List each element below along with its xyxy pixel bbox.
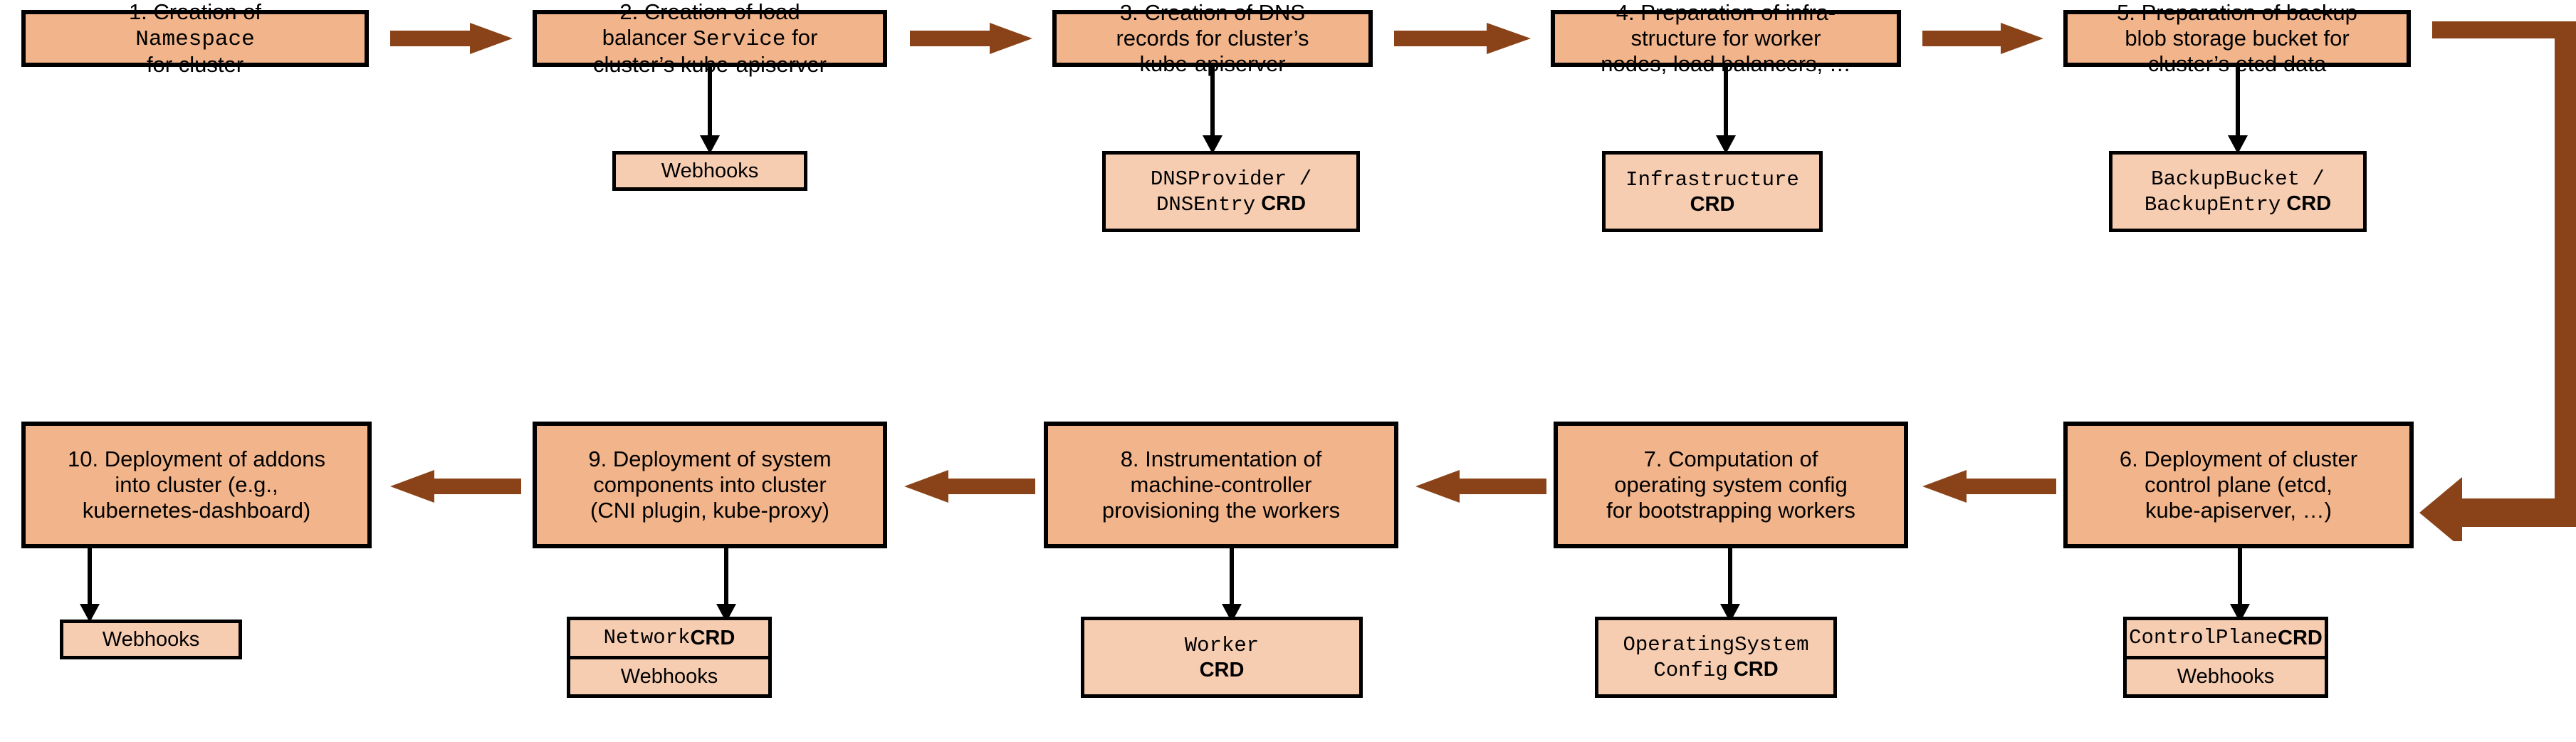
resource-cell-merged: BackupBucket / BackupEntry CRD <box>2112 155 2363 229</box>
resource-cell: Webhooks <box>102 627 200 651</box>
resource-cell: Webhooks <box>661 159 759 182</box>
connector-step-5-to-backup-crd <box>2224 67 2252 154</box>
resource-cell-merged: OperatingSystem Config CRD <box>1598 620 1833 694</box>
flow-arrow-9-to-10 <box>390 470 521 503</box>
flow-arrow-1-to-2 <box>390 23 513 54</box>
flow-arrow-8-to-9 <box>904 470 1035 503</box>
resource-box-infrastructure-crd[interactable]: Infrastructure CRD <box>1602 151 1823 232</box>
step-4-text: 4. Preparation of infra-structure for wo… <box>1601 0 1851 76</box>
flow-arrow-7-to-8 <box>1415 470 1546 503</box>
resource-line: BackupEntry CRD <box>2144 192 2332 216</box>
resource-cell-network-crd: Network CRD <box>603 625 735 649</box>
resource-line: CRD <box>1199 659 1245 681</box>
connector-step-9-to-network-crd <box>712 548 740 622</box>
flow-arrow-5-to-6 <box>2419 21 2576 541</box>
resource-cell-merged: DNSProvider / DNSEntry CRD <box>1106 155 1356 229</box>
resource-line: CRD <box>1690 193 1735 216</box>
flow-arrow-4-to-5 <box>1922 23 2043 54</box>
flow-arrow-3-to-4 <box>1394 23 1531 54</box>
connector-step-8-to-worker-crd <box>1218 548 1246 622</box>
connector-step-6-to-controlplane-crd <box>2226 548 2254 622</box>
resource-line: DNSEntry CRD <box>1156 192 1307 216</box>
resource-box-backupbucket-crd[interactable]: BackupBucket / BackupEntry CRD <box>2109 151 2367 232</box>
connector-step-7-to-osc-crd <box>1716 548 1744 622</box>
resource-cell-merged: Infrastructure CRD <box>1606 155 1819 229</box>
resource-box-worker-crd[interactable]: Worker CRD <box>1081 617 1363 698</box>
resource-box-osc-crd[interactable]: OperatingSystem Config CRD <box>1595 617 1837 698</box>
connector-step-3-to-dns-crd <box>1198 67 1227 154</box>
resource-line: DNSProvider / <box>1150 167 1312 191</box>
resource-cell-webhooks: Webhooks <box>570 655 768 695</box>
resource-line: Config CRD <box>1653 658 1779 682</box>
resource-box-network-crd-webhooks[interactable]: Network CRD Webhooks <box>567 617 772 698</box>
flow-arrow-6-to-7 <box>1922 470 2056 503</box>
resource-box-webhooks-step-2[interactable]: Webhooks <box>612 151 807 191</box>
connector-step-10-to-webhooks <box>75 548 104 622</box>
resource-box-webhooks-step-10[interactable]: Webhooks <box>60 620 242 659</box>
flow-arrow-2-to-3 <box>910 23 1032 54</box>
resource-box-controlplane-crd-webhooks[interactable]: ControlPlane CRD Webhooks <box>2123 617 2328 698</box>
resource-line: Worker <box>1184 633 1260 657</box>
resource-line: Infrastructure <box>1625 167 1799 192</box>
connector-step-2-to-webhooks <box>696 67 724 154</box>
resource-line: OperatingSystem <box>1623 632 1809 657</box>
resource-cell-webhooks: Webhooks <box>2127 655 2325 695</box>
resource-cell-controlplane-crd: ControlPlane CRD <box>2129 625 2323 649</box>
resource-line: BackupBucket / <box>2151 167 2325 191</box>
resource-cell-merged: Worker CRD <box>1084 620 1359 694</box>
resource-box-dns-crd[interactable]: DNSProvider / DNSEntry CRD <box>1102 151 1360 232</box>
step-box-4[interactable]: 4. Preparation of infra-structure for wo… <box>1551 0 1901 76</box>
connector-step-4-to-infrastructure-crd <box>1712 67 1740 154</box>
